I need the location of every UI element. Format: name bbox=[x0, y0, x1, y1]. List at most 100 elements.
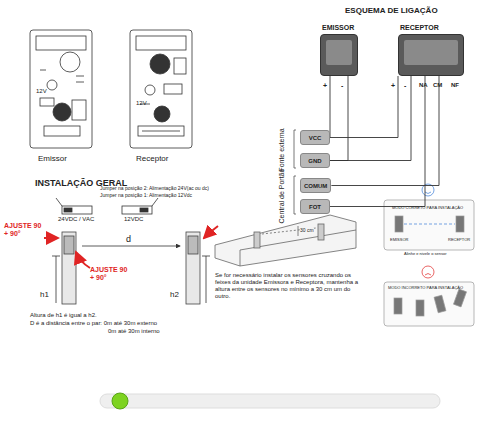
wire bbox=[330, 76, 425, 207]
terminal-name: GND bbox=[308, 158, 321, 164]
dimension-line bbox=[52, 246, 210, 303]
group-bracket bbox=[294, 130, 296, 168]
section-title: ESQUEMA DE LIGAÇÃO bbox=[345, 6, 438, 15]
receiver-board bbox=[136, 36, 186, 50]
emitter-board bbox=[60, 52, 80, 72]
jumper-symbol bbox=[56, 198, 158, 214]
jumper-symbol bbox=[62, 206, 92, 214]
jumper-symbol bbox=[122, 206, 152, 214]
text-label: MODO INCORRETO PARA INSTALAÇÃO bbox=[388, 286, 463, 291]
jumper-symbol bbox=[140, 208, 148, 212]
group-label: Central de Portão bbox=[278, 166, 286, 226]
emitter-board bbox=[44, 126, 80, 136]
dimension-line bbox=[52, 256, 60, 257]
sensor-post bbox=[64, 236, 74, 254]
text-label: d bbox=[126, 234, 131, 244]
receiver-board bbox=[154, 106, 170, 122]
wire bbox=[330, 76, 398, 138]
incorrect-mode-panel bbox=[384, 282, 474, 326]
text-label: NF bbox=[451, 82, 459, 89]
sensor-post bbox=[186, 232, 200, 304]
correct-mode-panel bbox=[395, 216, 403, 232]
terminal-box: COMUM bbox=[300, 178, 331, 193]
text-label: h1 bbox=[40, 290, 49, 299]
terminal-box: GND bbox=[300, 153, 330, 168]
wall-drawing bbox=[318, 224, 324, 240]
terminal-box: FOT bbox=[300, 199, 330, 214]
text-label: CM bbox=[433, 82, 442, 89]
text-label: 12VDC bbox=[124, 216, 143, 223]
text-label: Alinhe e nivele o sensor bbox=[404, 252, 446, 257]
receiver-board bbox=[150, 54, 170, 74]
emitter-board bbox=[30, 30, 92, 148]
device-title: EMISSOR bbox=[322, 24, 354, 31]
sensor-device: RECEPTOR bbox=[398, 34, 464, 76]
sensor-post bbox=[188, 236, 198, 254]
text-label: 30 cm bbox=[300, 228, 314, 234]
incorrect-mode-panel bbox=[394, 298, 402, 314]
text-label: - bbox=[404, 82, 406, 90]
text-label: 24VDC / VAC bbox=[58, 216, 94, 223]
slider bbox=[100, 393, 440, 409]
text-label: Receptor bbox=[136, 154, 168, 163]
dimension-line bbox=[56, 256, 57, 303]
correct-mode-panel bbox=[425, 192, 431, 194]
incorrect-mode-panel bbox=[425, 274, 431, 276]
dimension-line bbox=[202, 256, 210, 257]
receiver-board bbox=[140, 104, 180, 131]
emitter-board bbox=[53, 103, 71, 121]
wire bbox=[330, 76, 331, 138]
incorrect-mode-panel bbox=[422, 266, 434, 278]
text-label: RECEPTOR bbox=[448, 238, 470, 243]
sensor-device: EMISSOR bbox=[320, 34, 358, 76]
incorrect-mode-panel bbox=[384, 266, 474, 326]
group-bracket bbox=[294, 130, 296, 214]
text-label: + bbox=[323, 82, 327, 90]
sensor-post bbox=[62, 232, 76, 304]
emitter-board bbox=[30, 30, 92, 148]
adjust-arrow bbox=[44, 237, 58, 239]
adjust-arrow bbox=[44, 226, 218, 268]
adjust-note: AJUSTE 90 + 90° bbox=[4, 222, 44, 238]
emitter-board bbox=[40, 70, 84, 82]
text-label: D é a distância entre o par: 0m até 30m … bbox=[30, 320, 157, 327]
emitter-board bbox=[40, 98, 54, 106]
dimension-line bbox=[82, 246, 180, 247]
incorrect-mode-panel bbox=[416, 300, 424, 316]
correct-mode-panel bbox=[404, 224, 455, 225]
emitter-board bbox=[36, 36, 86, 50]
incorrect-mode-panel bbox=[434, 295, 446, 313]
dimension-line bbox=[206, 256, 207, 303]
wall-drawing bbox=[215, 215, 356, 266]
text-label: Emissor bbox=[38, 154, 67, 163]
wall-drawing bbox=[215, 215, 356, 266]
sensor-post bbox=[62, 232, 200, 304]
device-title: RECEPTOR bbox=[400, 24, 439, 31]
emitter-board bbox=[72, 100, 86, 120]
text-label: h2 bbox=[170, 290, 179, 299]
wire bbox=[330, 76, 411, 161]
terminal-box: VCC bbox=[300, 130, 330, 145]
text-label: MODO CORRETO PARA INSTALAÇÃO bbox=[392, 206, 463, 211]
text-label: + bbox=[391, 82, 395, 90]
text-label: 12V bbox=[136, 100, 147, 107]
terminal-name: FOT bbox=[309, 204, 321, 210]
terminal-name: COMUM bbox=[304, 183, 327, 189]
wire bbox=[330, 76, 348, 161]
wall-drawing bbox=[254, 232, 260, 248]
terminal-name: VCC bbox=[309, 135, 322, 141]
adjust-arrow bbox=[204, 226, 218, 238]
adjust-arrow bbox=[76, 252, 90, 268]
wire bbox=[331, 76, 439, 186]
text-label: 12V bbox=[36, 88, 47, 95]
slider bbox=[112, 393, 128, 409]
wall-drawing bbox=[298, 226, 299, 236]
device-window bbox=[326, 40, 352, 65]
text-label: EMISSOR bbox=[390, 238, 408, 243]
text-label: Se for necessário instalar os sensores c… bbox=[215, 272, 360, 300]
receiver-board bbox=[164, 84, 182, 94]
correct-mode-panel bbox=[384, 184, 474, 250]
device-window bbox=[404, 40, 458, 65]
text-label: NA bbox=[419, 82, 428, 89]
